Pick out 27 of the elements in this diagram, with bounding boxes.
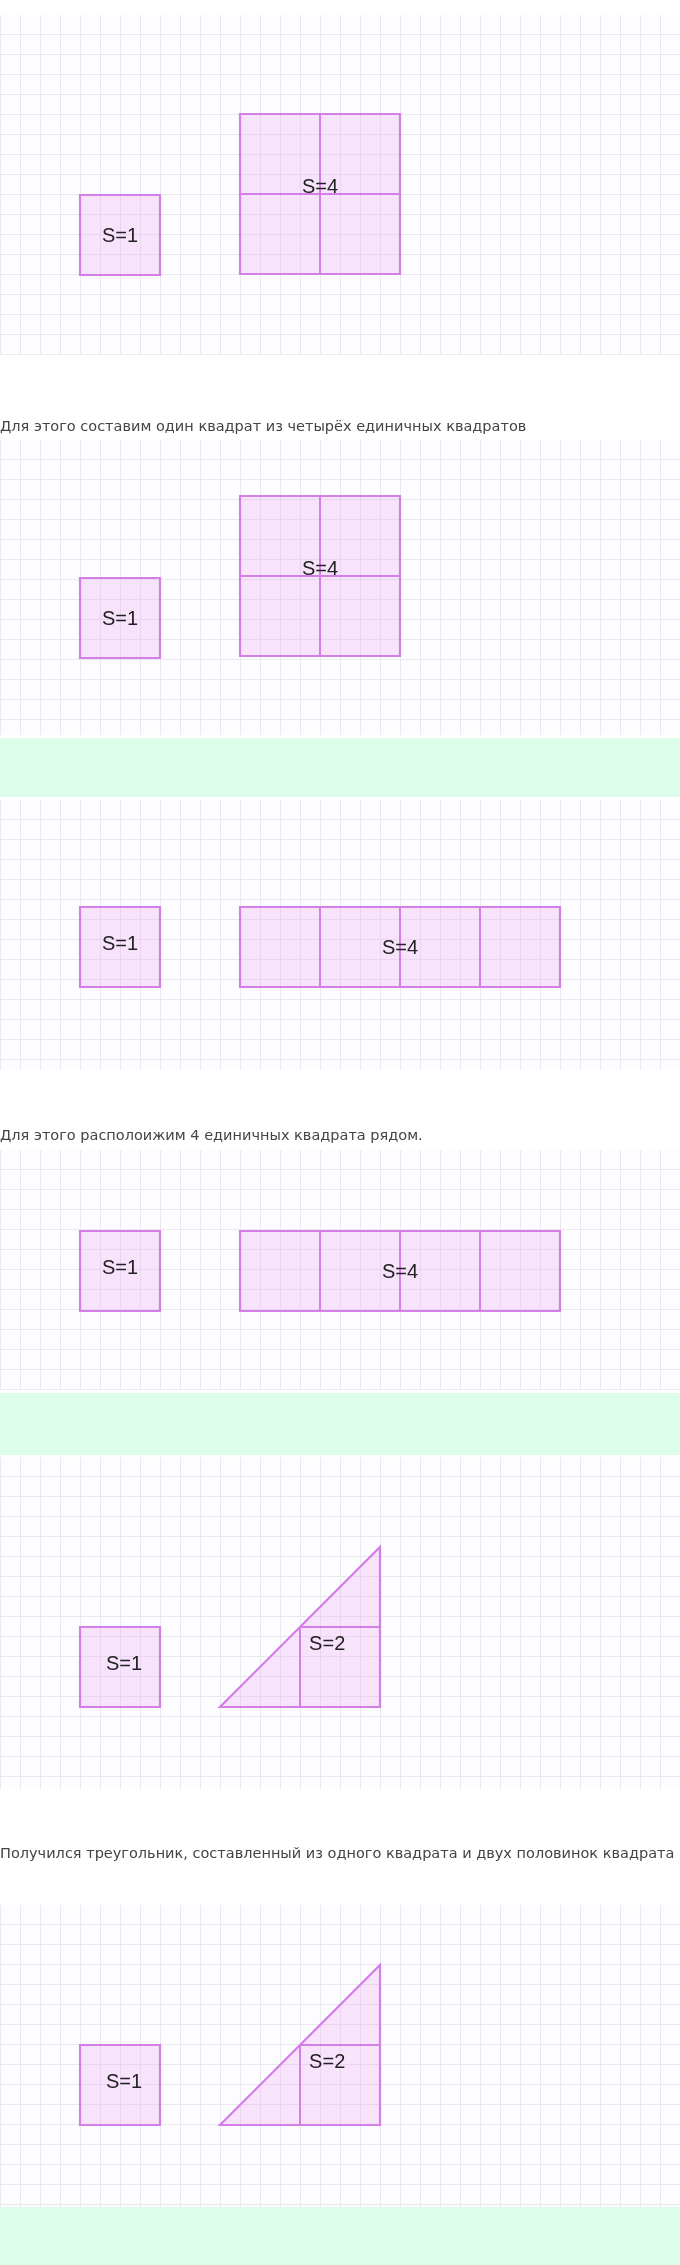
- unit-square: [80, 907, 160, 987]
- area-label: S=1: [105, 2069, 143, 2093]
- composite-square: [240, 496, 400, 656]
- unit-square: [80, 578, 160, 658]
- area-label: S=1: [101, 606, 139, 630]
- composite-rectangle: [240, 907, 560, 987]
- area-label: S=2: [309, 2049, 346, 2073]
- area-label: S=4: [381, 1259, 419, 1283]
- instruction-text: Для этого располоижим 4 единичных квадрата рядом.: [0, 1126, 424, 1145]
- instruction-text: Для этого составим один квадрат из четырёх единичных квадратов: [0, 417, 528, 436]
- instruction-text: Получился треугольник, составленный из одного квадрата и двух половинок квадрата: [0, 1844, 675, 1863]
- area-label: S=2: [309, 1631, 346, 1655]
- area-label: S=1: [105, 1651, 143, 1675]
- unit-square: [80, 2045, 160, 2125]
- area-label: S=4: [301, 174, 339, 198]
- composite-triangle: [220, 1965, 380, 2125]
- area-label: S=1: [101, 931, 139, 955]
- composite-square: [240, 114, 400, 274]
- area-label: S=4: [381, 935, 419, 959]
- composite-rectangle: [240, 1231, 560, 1311]
- composite-triangle: [220, 1547, 380, 1707]
- unit-square: [80, 1627, 160, 1707]
- area-label: S=1: [101, 1255, 139, 1279]
- unit-square: [80, 195, 160, 275]
- area-label: S=4: [301, 556, 339, 580]
- area-label: S=1: [101, 223, 139, 247]
- unit-square: [80, 1231, 160, 1311]
